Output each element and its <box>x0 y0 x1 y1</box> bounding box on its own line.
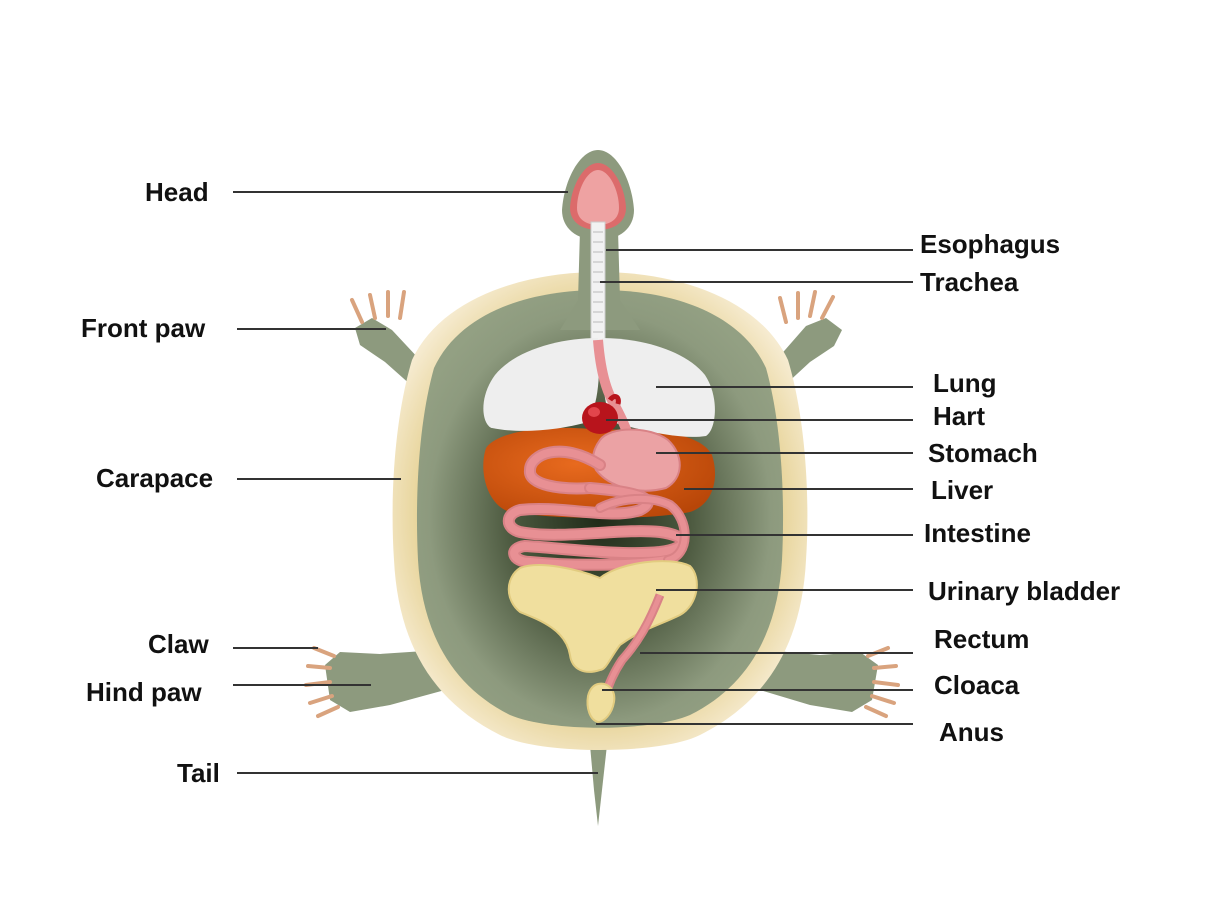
label-hind-paw: Hind paw <box>86 677 202 707</box>
label-cloaca: Cloaca <box>934 670 1020 700</box>
label-head: Head <box>145 177 209 207</box>
label-anus: Anus <box>939 717 1004 747</box>
label-front-paw: Front paw <box>81 313 206 343</box>
label-hart: Hart <box>933 401 985 431</box>
claws <box>304 290 900 718</box>
label-intestine: Intestine <box>924 518 1031 548</box>
label-tail: Tail <box>177 758 220 788</box>
lung <box>483 338 599 431</box>
cloaca <box>586 682 616 724</box>
label-rectum: Rectum <box>934 624 1029 654</box>
label-liver: Liver <box>931 475 993 505</box>
heart <box>582 394 621 434</box>
label-trachea: Trachea <box>920 267 1019 297</box>
label-claw: Claw <box>148 629 209 659</box>
urinary-bladder <box>507 560 698 673</box>
label-urinary-bladder: Urinary bladder <box>928 576 1120 606</box>
head-core <box>577 170 619 225</box>
trachea-rings <box>593 231 603 333</box>
label-esophagus: Esophagus <box>920 229 1060 259</box>
label-stomach: Stomach <box>928 438 1038 468</box>
intestine <box>502 445 690 571</box>
label-carapace: Carapace <box>96 463 213 493</box>
label-lung: Lung <box>933 368 997 398</box>
